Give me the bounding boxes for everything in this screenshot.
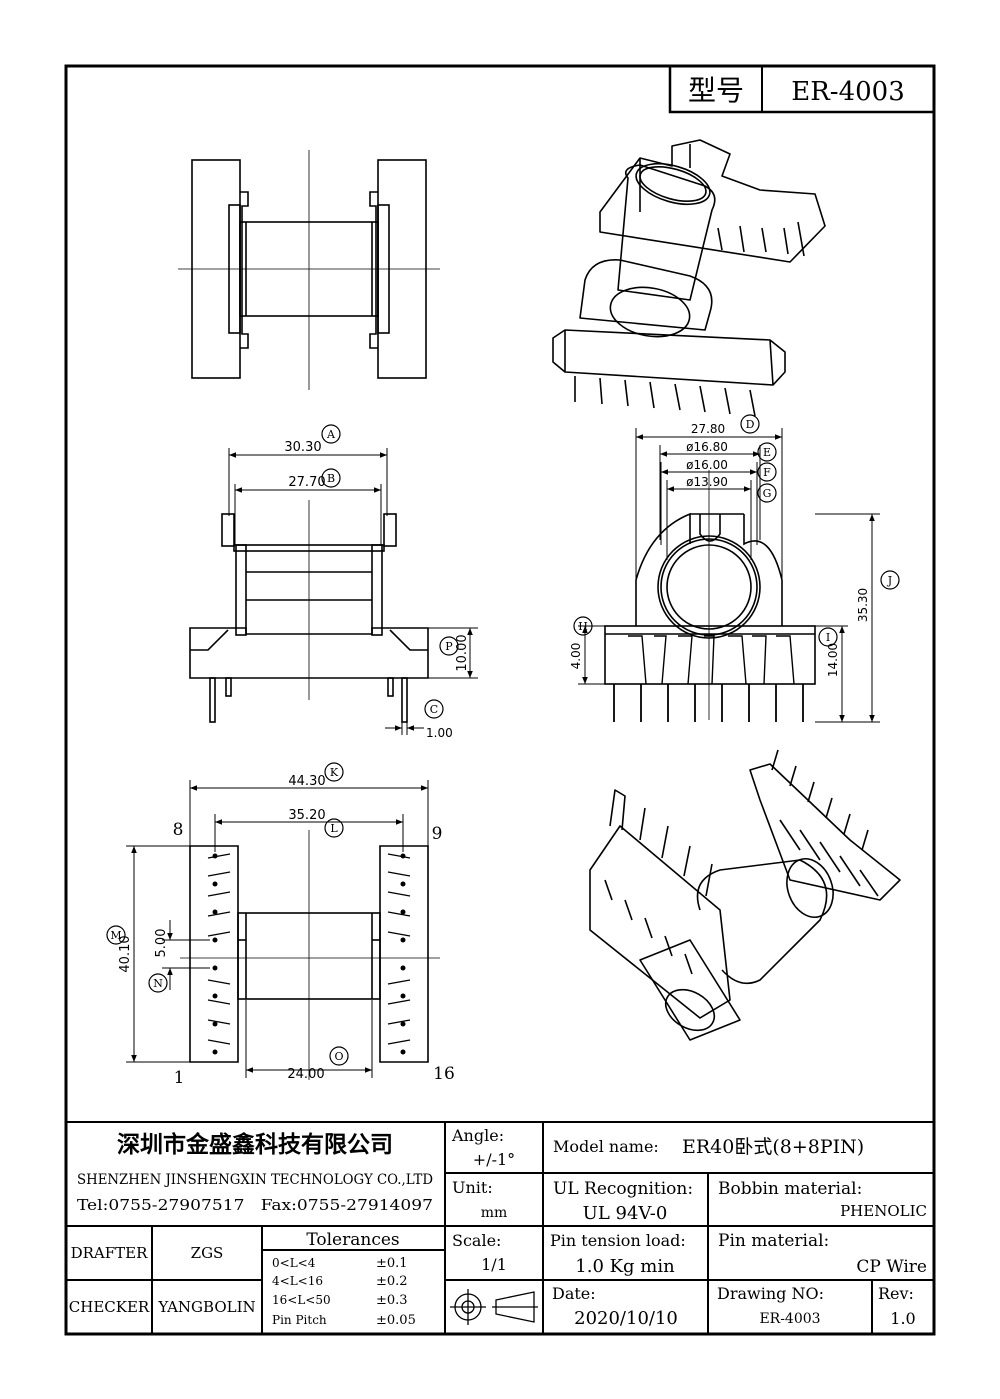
bottom-view <box>180 830 440 1080</box>
isometric-view-bottom <box>589 749 901 1041</box>
dim-tag-e: E <box>763 446 771 459</box>
tol-value-2: ±0.2 <box>376 1274 408 1289</box>
dim-value-j: 35.30 <box>856 588 870 622</box>
dim-value-b: 27.70 <box>288 475 325 490</box>
dim-tag-l: L <box>330 822 338 835</box>
dim-value-c: 1.00 <box>426 726 453 740</box>
dim-tag-g: G <box>763 487 772 500</box>
rev-value: 1.0 <box>890 1309 915 1328</box>
dim-value-p: 10.00 <box>455 634 470 671</box>
pin-tension-value: 1.0 Kg min <box>575 1256 675 1277</box>
dim-tag-a: A <box>326 428 336 441</box>
bobbin-material-label: Bobbin material: <box>718 1179 862 1199</box>
model-name-value: ER40卧式(8+8PIN) <box>682 1136 864 1158</box>
unit-value: mm <box>481 1205 508 1221</box>
side-view-dims <box>578 428 880 723</box>
side-view-pin-slots <box>628 635 795 685</box>
side-view-pins <box>613 470 804 722</box>
drafter-label: DRAFTER <box>71 1244 149 1262</box>
model-header: 型号 ER-4003 <box>668 64 936 114</box>
dim-tag-p: P <box>445 640 453 653</box>
dim-value-i: 14.00 <box>826 643 840 677</box>
dim-tag-n: N <box>153 977 163 990</box>
bobbin-material-value: PHENOLIC <box>840 1202 927 1220</box>
ul-label: UL Recognition: <box>553 1179 693 1199</box>
dim-value-k: 44.30 <box>288 774 325 789</box>
scale-label: Scale: <box>452 1231 501 1250</box>
dim-tag-k: K <box>330 766 339 779</box>
dim-tag-o: O <box>334 1050 343 1063</box>
pin-material-value: CP Wire <box>856 1257 927 1277</box>
sheet-border <box>64 64 936 1336</box>
tol-value-1: ±0.1 <box>376 1256 408 1271</box>
top-view <box>178 150 440 390</box>
dim-tag-m: M <box>110 929 121 942</box>
checker-label: CHECKER <box>69 1298 150 1316</box>
scale-value: 1/1 <box>481 1255 507 1274</box>
tolerances-title: Tolerances <box>306 1230 399 1250</box>
dim-value-a: 30.30 <box>284 440 321 455</box>
dim-value-d: 27.80 <box>691 422 725 436</box>
bottom-view-pin-holes <box>212 853 406 1055</box>
dim-tag-b: B <box>327 472 335 485</box>
model-header-label: 型号 <box>688 74 744 107</box>
dim-value-e: ø16.80 <box>686 440 728 454</box>
dim-tag-f: F <box>763 466 771 479</box>
title-block-grid <box>66 1121 934 1334</box>
dim-value-g: ø13.90 <box>686 475 728 489</box>
front-view-dims <box>228 448 478 735</box>
drawing-no-value: ER-4003 <box>759 1311 820 1327</box>
dim-value-h: 4.00 <box>569 643 583 670</box>
date-value: 2020/10/10 <box>574 1308 678 1329</box>
angle-value: +/-1° <box>473 1150 515 1169</box>
bottom-view-dims <box>126 780 429 1078</box>
projection-symbol-icon <box>450 1289 538 1325</box>
dim-tags <box>106 414 900 1066</box>
company-contact: Tel:0755-27907517 Fax:0755-27914097 <box>77 1196 433 1214</box>
unit-label: Unit: <box>452 1178 493 1197</box>
dim-value-n: 5.00 <box>154 929 169 958</box>
company-name-cn: 深圳市金盛鑫科技有限公司 <box>117 1131 393 1158</box>
pin-label-8: 8 <box>173 820 184 840</box>
ul-value: UL 94V-0 <box>583 1203 668 1224</box>
tol-value-3: ±0.3 <box>376 1293 408 1308</box>
dim-tag-d: D <box>746 418 755 431</box>
isometric-view-top <box>552 139 826 417</box>
dim-value-l: 35.20 <box>288 808 325 823</box>
dim-value-o: 24.00 <box>287 1067 324 1082</box>
drafter-name: ZGS <box>191 1244 224 1262</box>
tol-range-4: Pin Pitch <box>272 1313 327 1327</box>
pin-label-16: 16 <box>433 1064 455 1084</box>
dim-tag-c: C <box>430 703 438 716</box>
drawing-no-label: Drawing NO: <box>717 1284 824 1303</box>
tol-range-3: 16<L<50 <box>272 1293 331 1307</box>
pin-label-1: 1 <box>174 1068 185 1088</box>
bottom-view-pin-slots <box>207 853 411 1045</box>
dim-value-f: ø16.00 <box>686 458 728 472</box>
tol-range-2: 4<L<16 <box>272 1274 323 1288</box>
pin-tension-label: Pin tension load: <box>550 1231 686 1250</box>
dim-tag-i: I <box>826 631 830 644</box>
date-label: Date: <box>552 1284 596 1303</box>
front-view <box>189 500 429 723</box>
dim-tag-h: H <box>578 620 588 633</box>
model-header-value: ER-4003 <box>791 77 905 107</box>
angle-label: Angle: <box>451 1126 504 1145</box>
dim-value-m: 40.10 <box>118 935 133 972</box>
tol-value-4: ±0.05 <box>376 1313 416 1328</box>
company-name-en: SHENZHEN JINSHENGXIN TECHNOLOGY CO.,LTD <box>77 1172 433 1188</box>
model-name-label: Model name: <box>553 1137 659 1156</box>
pin-material-label: Pin material: <box>718 1231 829 1251</box>
tol-range-1: 0<L<4 <box>272 1256 316 1270</box>
checker-name: YANGBOLIN <box>157 1298 255 1316</box>
rev-label: Rev: <box>878 1284 914 1303</box>
dim-tag-j: J <box>887 574 892 587</box>
pin-label-9: 9 <box>432 824 443 844</box>
